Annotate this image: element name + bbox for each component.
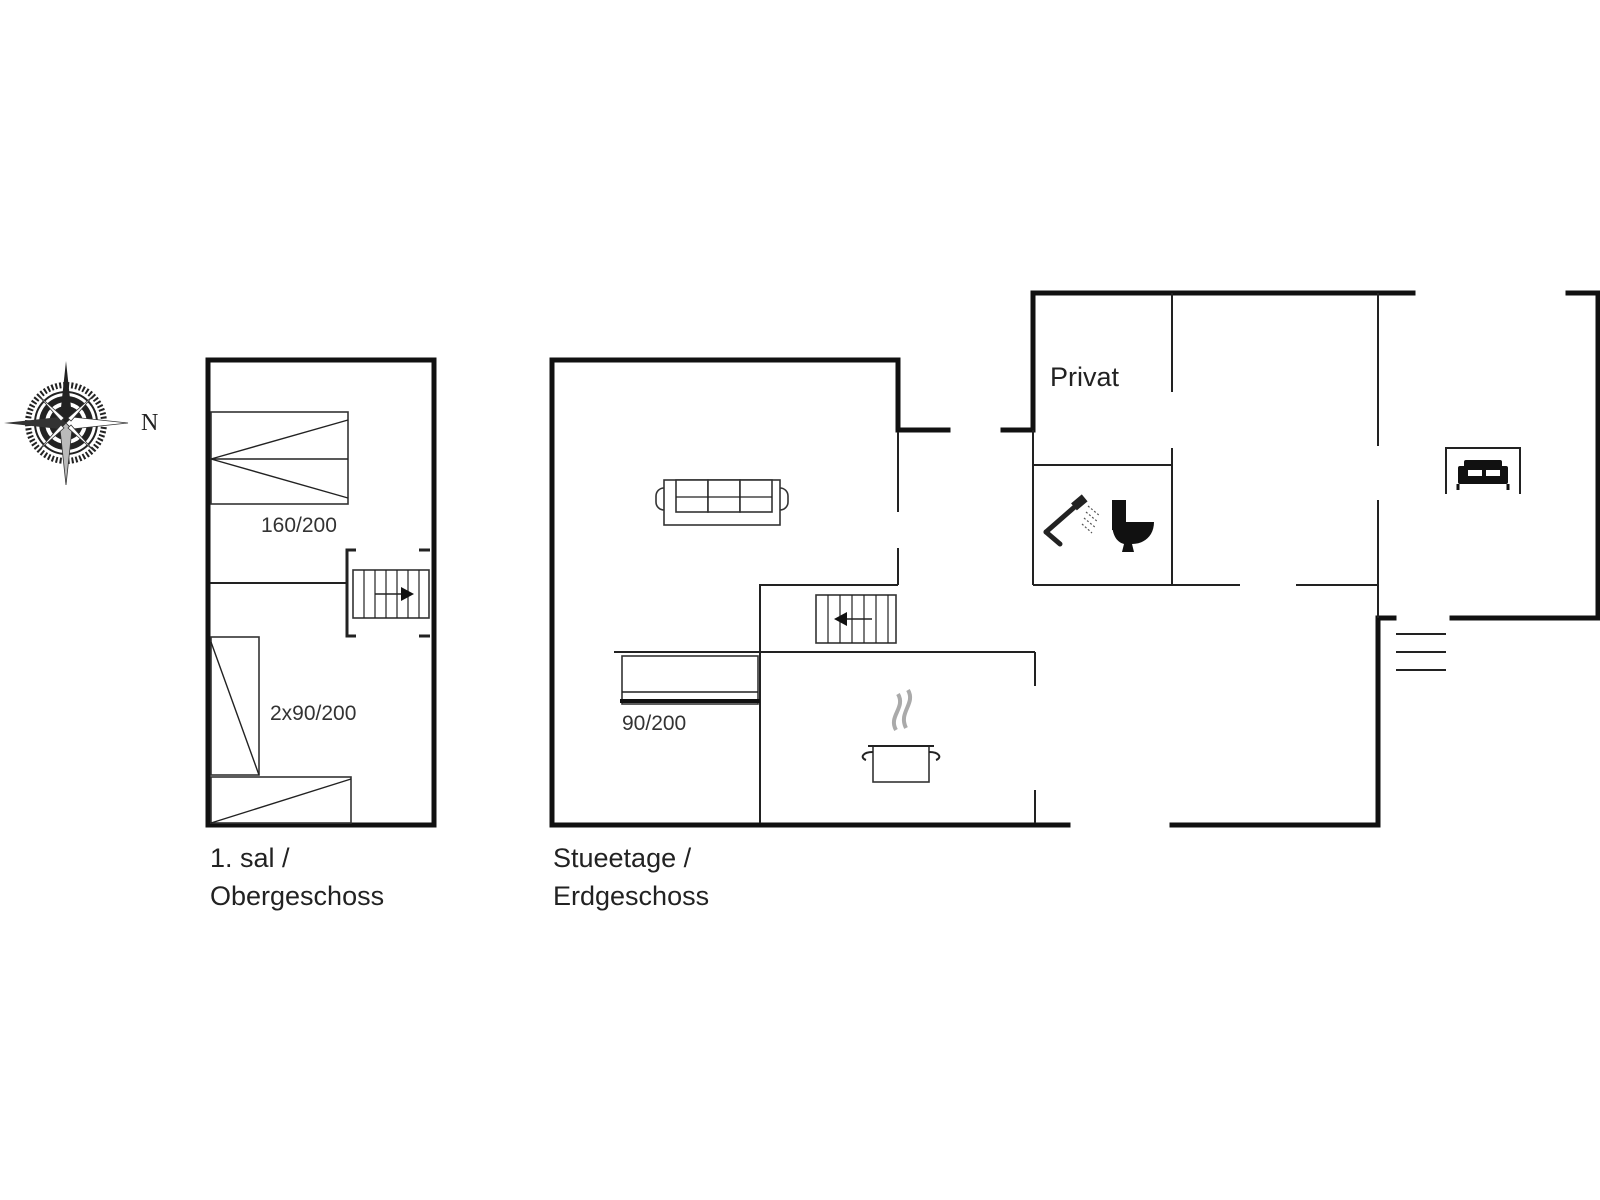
bed-twin-label: 2x90/200 <box>270 702 356 725</box>
ground-floor-plan: 90/200 Privat <box>549 290 1600 828</box>
cooking-pot-icon <box>861 689 941 783</box>
upper-floor-title-line2: Obergeschoss <box>210 881 384 911</box>
toilet-icon <box>1112 500 1154 552</box>
sofa-icon <box>655 479 789 526</box>
bed-double <box>210 411 349 505</box>
bed-large-label: 160/200 <box>261 514 337 537</box>
shower-icon <box>1043 494 1101 547</box>
bed-single-label: 90/200 <box>622 712 686 735</box>
upper-floor-title-line1: 1. sal / <box>210 843 290 873</box>
bed-single <box>620 655 760 705</box>
double-bed-icon <box>1445 447 1521 494</box>
north-label: N <box>141 410 158 436</box>
ground-floor-title-line2: Erdgeschoss <box>553 881 709 911</box>
private-room-label: Privat <box>1050 362 1120 392</box>
bed-twin <box>210 636 352 824</box>
ground-floor-title-line1: Stueetage / <box>553 843 692 873</box>
upper-floor-plan: 160/200 2x90/200 <box>205 357 437 828</box>
entrance-steps-icon <box>1396 633 1446 671</box>
compass-icon <box>4 361 129 486</box>
stairs-icon <box>345 548 430 638</box>
stairs-icon <box>815 594 897 644</box>
